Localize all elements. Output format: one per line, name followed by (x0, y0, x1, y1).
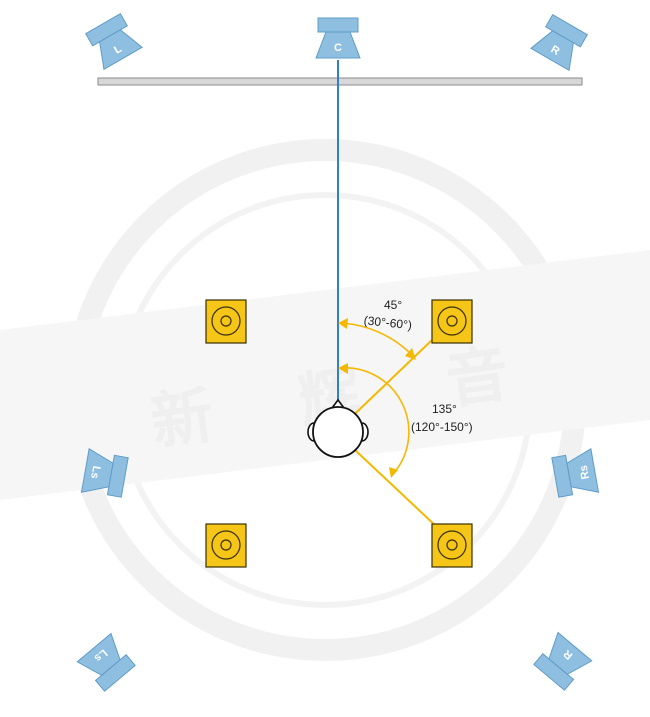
speaker-left-surround: Ls (80, 448, 129, 498)
speaker-center-label: C (334, 42, 342, 54)
listener-head-icon (307, 398, 369, 458)
speaker-icon (84, 12, 143, 71)
screen-bar (97, 77, 583, 86)
woofer-front-right (431, 299, 473, 344)
speaker-icon (533, 631, 593, 691)
speaker-center: C (315, 17, 361, 59)
arc-45-arrow-start (338, 318, 348, 329)
speaker-icon (315, 17, 361, 59)
arc-135 (339, 367, 410, 475)
woofer-rear-left (205, 523, 247, 568)
angle-45-value: 45° (384, 298, 402, 312)
speaker-right-surround: Rs (551, 448, 600, 498)
speaker-right-back: R (533, 631, 593, 691)
arc-45 (339, 322, 415, 358)
angle-135-value: 135° (432, 402, 457, 416)
speaker-right-surround-label: Rs (578, 464, 592, 480)
woofer-rear-right (431, 523, 473, 568)
speaker-front-left: L (84, 12, 143, 71)
woofer-front-left (205, 299, 247, 344)
speaker-icon (530, 13, 589, 72)
angle-45-range: (30°-60°) (363, 313, 412, 332)
angle-135-range: (120°-150°) (411, 420, 473, 434)
speaker-icon (76, 632, 136, 692)
speaker-left-back: Ls (76, 632, 136, 692)
arc-135-arrow-start (338, 363, 348, 374)
speaker-icon (551, 448, 600, 498)
angle-line-rear-right (354, 449, 439, 529)
arc-45-arrow-end (405, 348, 416, 360)
arc-135-arrow-end (389, 467, 398, 478)
speaker-front-right: R (530, 13, 589, 72)
speaker-icon (80, 448, 129, 498)
speaker-left-surround-label: Ls (88, 465, 102, 480)
watermark-stamp: 新辉音 (0, 139, 650, 661)
